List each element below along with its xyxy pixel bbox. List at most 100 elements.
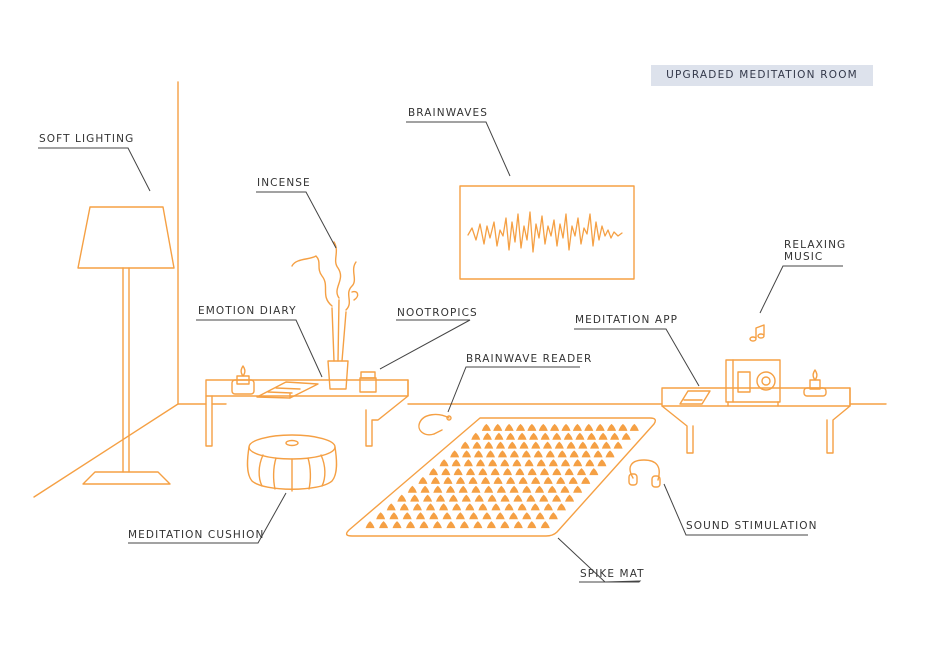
mat-spike: [406, 521, 415, 529]
mat-spike: [486, 521, 496, 529]
mat-spike: [450, 450, 460, 458]
mat-spike: [459, 521, 469, 529]
mat-spike: [429, 512, 439, 520]
label-nootropics: NOOTROPICS: [397, 307, 478, 319]
mat-spike: [563, 432, 573, 440]
mat-spike: [493, 423, 503, 431]
mat-spike: [543, 441, 553, 449]
mat-spike: [504, 423, 514, 431]
mat-spike: [473, 521, 483, 529]
mat-spike: [392, 521, 402, 529]
label-emotion-diary: EMOTION DIARY: [198, 305, 297, 317]
right-table: [661, 387, 851, 454]
mat-spike: [379, 521, 389, 529]
mat-spike: [420, 485, 430, 493]
mat-spike: [443, 476, 453, 484]
mat-spike: [500, 459, 510, 467]
mat-spike: [522, 485, 532, 493]
mat-spike: [478, 503, 488, 511]
mat-spike: [621, 432, 631, 440]
mat-spike: [503, 468, 512, 476]
mat-spike: [506, 476, 516, 484]
mat-spike: [543, 503, 553, 511]
mat-spike: [535, 512, 545, 520]
mat-spike: [432, 521, 442, 529]
mat-spike: [402, 512, 412, 520]
mat-spike: [515, 468, 525, 476]
mat-spike: [517, 503, 527, 511]
mat-spike: [461, 494, 471, 502]
mat-spike: [496, 441, 505, 449]
mat-spike: [441, 468, 451, 476]
headphones-icon: [628, 459, 661, 488]
mat-spike: [416, 512, 425, 520]
mat-spike: [497, 450, 507, 458]
mat-spike: [526, 494, 536, 502]
mat-spike: [540, 521, 550, 529]
mat-spike: [561, 459, 570, 467]
mat-spike: [389, 512, 399, 520]
mat-spike: [509, 512, 518, 520]
mat-spike: [548, 459, 558, 467]
mat-spike: [482, 432, 492, 440]
mat-spike: [456, 476, 465, 484]
mat-spike: [569, 450, 579, 458]
phone-icon: [679, 390, 711, 405]
mat-spike: [429, 468, 438, 476]
mat-spike: [481, 423, 491, 431]
mat-spike: [535, 485, 544, 493]
mat-spike: [607, 423, 617, 431]
mat-spike: [452, 503, 462, 511]
mat-spike: [476, 459, 485, 467]
mat-spike: [500, 521, 510, 529]
mat-spike: [527, 468, 537, 476]
mat-spike: [471, 432, 481, 440]
mat-spike: [439, 459, 449, 467]
mat-spike: [561, 423, 571, 431]
mat-spike: [507, 441, 517, 449]
mat-spike: [481, 476, 491, 484]
mat-spike: [506, 432, 515, 440]
mat-spike: [430, 476, 440, 484]
mat-spike: [446, 521, 456, 529]
mat-spike: [442, 512, 452, 520]
mat-spike: [548, 512, 558, 520]
mat-spike: [529, 432, 539, 440]
mat-spike: [458, 485, 468, 493]
mat-spike: [556, 476, 566, 484]
mat-spike: [466, 468, 475, 476]
mat-spike: [493, 476, 503, 484]
mat-spike: [564, 468, 574, 476]
mat-spike: [460, 441, 470, 449]
mat-spike: [527, 423, 537, 431]
mat-spike: [462, 450, 472, 458]
mat-spike: [513, 494, 523, 502]
mat-spike: [521, 450, 531, 458]
eeg-headband-icon: [418, 413, 452, 436]
mat-spike: [552, 468, 562, 476]
mat-spike: [448, 494, 458, 502]
mat-spike: [474, 450, 484, 458]
mat-spike: [598, 432, 608, 440]
mat-spike: [500, 494, 510, 502]
mat-spike: [399, 503, 409, 511]
mat-spike: [517, 432, 527, 440]
mat-spike: [530, 503, 540, 511]
mat-spike: [433, 485, 443, 493]
mat-spike: [575, 432, 585, 440]
mat-spike: [494, 432, 504, 440]
mat-spike: [565, 494, 575, 502]
mat-spike: [455, 512, 465, 520]
mat-spike: [597, 459, 607, 467]
mat-spike: [554, 441, 564, 449]
mat-spike: [585, 459, 595, 467]
candle-icon: [231, 365, 255, 395]
mat-spike: [595, 423, 605, 431]
brainwave-monitor-icon: [459, 185, 635, 280]
mat-spike: [471, 485, 481, 493]
mat-spike: [577, 468, 586, 476]
mat-spike: [589, 468, 599, 476]
incense-icon: [291, 241, 359, 390]
mat-spike: [539, 494, 549, 502]
